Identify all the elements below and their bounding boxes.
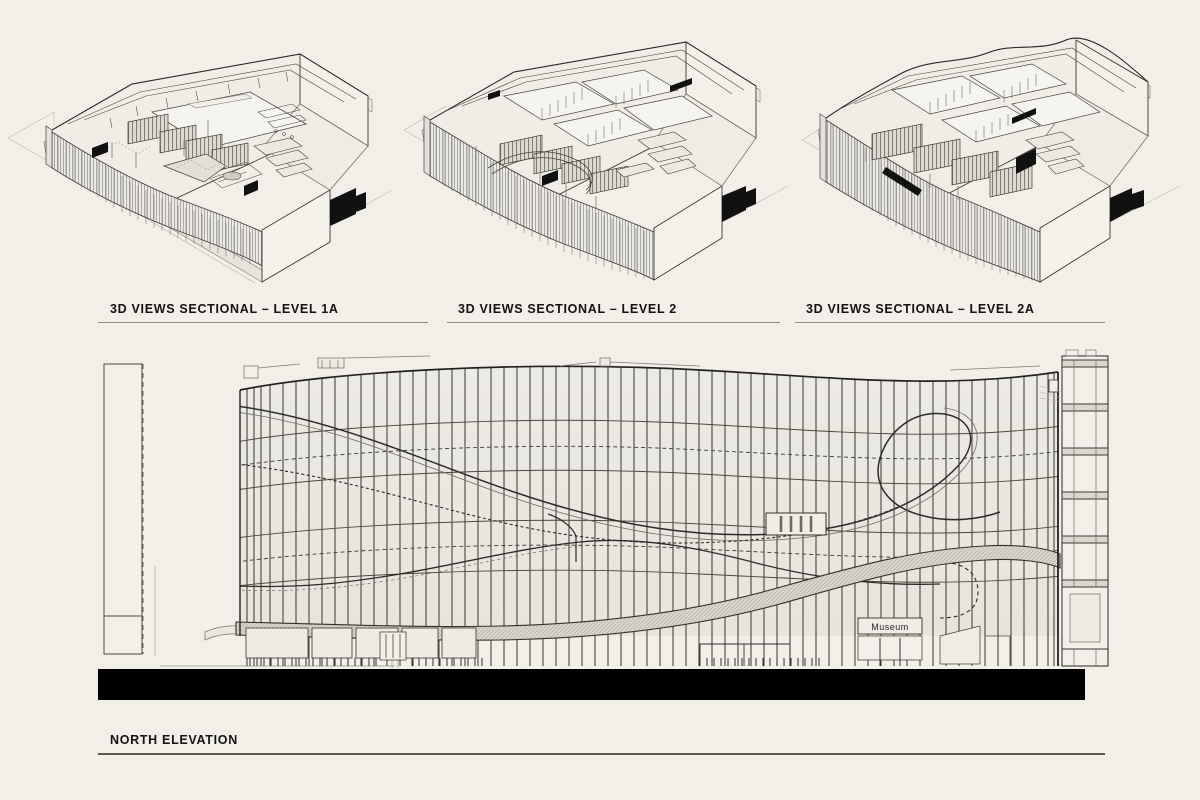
column-markers	[475, 146, 597, 208]
floor-lines	[240, 419, 1058, 587]
interior-walls	[67, 63, 357, 129]
gallery-partitions	[871, 123, 1033, 198]
core-detail	[257, 103, 307, 139]
floor-bays	[891, 63, 1101, 143]
curtain-wall-grid	[240, 366, 1058, 666]
entry-railing	[699, 643, 791, 666]
roof-edge	[429, 41, 757, 121]
shopfronts	[245, 627, 477, 659]
caption-rule-level-1a	[98, 322, 428, 323]
caption-level-2a: 3D VIEWS SECTIONAL – LEVEL 2A	[806, 302, 1035, 316]
mullions-vertical	[246, 366, 1055, 666]
caption-rule-north-elevation	[98, 753, 1105, 755]
internal-window-band	[765, 512, 827, 536]
south-east-wall	[261, 189, 331, 283]
axonometric-view-level-2a	[800, 0, 1200, 290]
roof-edge	[51, 53, 369, 131]
entrance-doors	[379, 631, 407, 661]
plinth-louvres	[249, 658, 820, 666]
pochet-markers	[488, 78, 756, 222]
balcony-edge	[487, 151, 593, 195]
adjacent-tower-left	[103, 363, 156, 656]
north-elevation-drawing: Museum	[98, 349, 1109, 700]
gallery-partitions	[127, 113, 249, 172]
adjacent-block-right	[1039, 349, 1109, 667]
main-building-facade	[235, 365, 1061, 666]
pochet-markers	[882, 108, 1144, 222]
service-core	[1025, 131, 1085, 175]
west-wall	[45, 125, 53, 169]
south-east-wall	[1039, 185, 1111, 283]
axo-drawing-2	[403, 41, 789, 281]
north-elevation-panel: Museum	[0, 336, 1200, 706]
axo-drawing-2a	[801, 37, 1181, 283]
caption-rule-level-2a	[795, 322, 1105, 323]
feature-stair	[162, 153, 227, 183]
signage-panel	[857, 617, 923, 635]
caption-north-elevation: NORTH ELEVATION	[110, 733, 238, 747]
atrium-bridge	[187, 93, 253, 109]
caption-level-2: 3D VIEWS SECTIONAL – LEVEL 2	[458, 302, 677, 316]
column-markers	[865, 148, 959, 200]
roof-edge	[825, 37, 1149, 119]
service-core	[253, 137, 313, 178]
interior-walls	[841, 47, 1137, 109]
gallery-partitions	[499, 134, 629, 195]
arch-glazing	[939, 625, 1011, 666]
signage: Museum	[857, 617, 923, 666]
service-core	[615, 131, 697, 178]
floor-bays	[503, 69, 713, 147]
furniture-cluster	[199, 161, 263, 189]
axonometric-view-level-1a	[0, 0, 400, 290]
ground-floor-band: Museum	[245, 617, 1011, 666]
signage-text: Museum	[871, 622, 909, 632]
column-markers	[111, 120, 209, 168]
rooftop-plant	[243, 355, 1041, 379]
ground-poche	[98, 669, 1085, 700]
bay-screens	[929, 74, 1037, 142]
caption-rule-level-2	[447, 322, 780, 323]
facade-fins	[435, 126, 645, 279]
west-wall	[819, 113, 827, 183]
entrance-canopy	[235, 544, 1061, 641]
axonometric-views-row	[0, 0, 1200, 290]
axonometric-view-level-2	[400, 0, 800, 290]
west-wall	[423, 115, 431, 177]
pochet-markers	[92, 142, 366, 226]
axo-drawing-1a	[7, 53, 393, 284]
roof-line	[239, 365, 1059, 391]
bay-screens	[541, 80, 649, 146]
south-east-wall	[653, 185, 723, 281]
facade-fins	[57, 136, 251, 264]
caption-level-1a: 3D VIEWS SECTIONAL – LEVEL 1A	[110, 302, 339, 316]
